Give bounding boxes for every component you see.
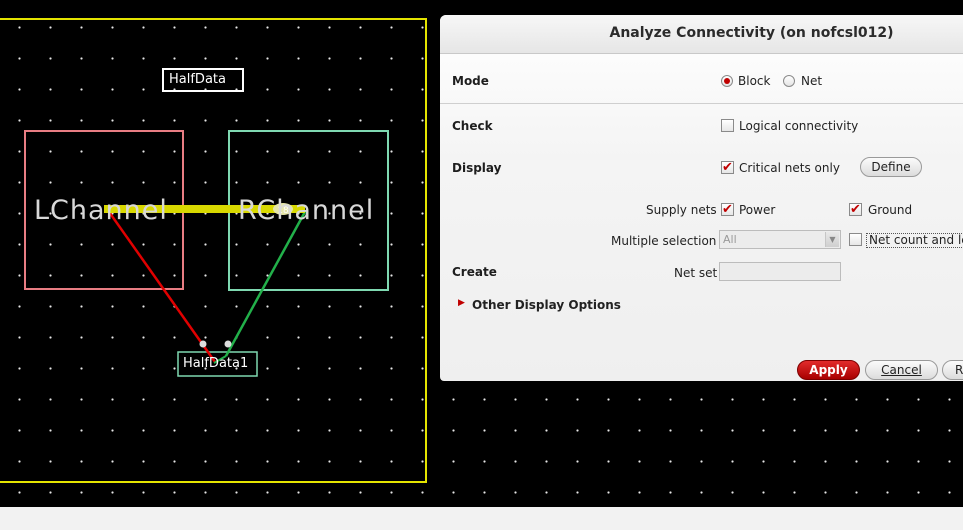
separator <box>440 103 963 104</box>
chevron-down-icon[interactable]: ▼ <box>825 232 839 247</box>
pin-dot <box>224 340 232 348</box>
analyze-connectivity-dialog: Analyze Connectivity (on nofcsl012) Mode… <box>440 15 963 381</box>
mode-net-label[interactable]: Net <box>801 74 823 88</box>
halfdata-box[interactable] <box>162 68 244 92</box>
multiple-selection-label: Multiple selection <box>611 234 717 248</box>
expand-triangle-icon[interactable]: ▶ <box>458 298 465 308</box>
ground-label[interactable]: Ground <box>868 203 913 217</box>
multiple-selection-value: All <box>723 233 737 246</box>
supply-nets-label: Supply nets <box>646 203 717 217</box>
reset-button[interactable]: R <box>942 360 963 380</box>
instance-label-halfdata: HalfData <box>169 72 226 87</box>
bus-marker <box>273 203 293 215</box>
green-flyline <box>224 209 308 357</box>
dialog-title: Analyze Connectivity (on nofcsl012) <box>609 25 894 41</box>
pin-dot <box>199 340 207 348</box>
green-flyline-stub <box>213 355 227 364</box>
mode-block-radio[interactable] <box>721 75 733 87</box>
check-label: Check <box>452 119 493 133</box>
critical-nets-checkbox[interactable]: ✔ <box>721 161 734 174</box>
bus-marker-text: 18 <box>277 206 289 216</box>
display-label: Display <box>452 161 502 175</box>
cancel-button[interactable]: Cancel <box>865 360 938 380</box>
instance-label-rchannel: RChannel <box>238 195 375 226</box>
net-set-field[interactable] <box>719 262 841 281</box>
net-count-checkbox[interactable] <box>849 233 862 246</box>
schematic-drawing: 18 <box>0 18 427 483</box>
dialog-titlebar[interactable]: Analyze Connectivity (on nofcsl012) <box>440 15 963 54</box>
net-count-label[interactable]: Net count and le <box>866 233 963 248</box>
create-label: Create <box>452 265 497 279</box>
multiple-selection-dropdown[interactable]: All ▼ <box>719 230 841 249</box>
define-button[interactable]: Define <box>860 157 922 177</box>
mode-net-radio[interactable] <box>783 75 795 87</box>
mode-block-label[interactable]: Block <box>738 74 771 88</box>
power-checkbox[interactable]: ✔ <box>721 203 734 216</box>
ground-checkbox[interactable]: ✔ <box>849 203 862 216</box>
halfdata1-box[interactable] <box>177 351 258 377</box>
checkmark-icon: ✔ <box>722 160 733 175</box>
checkmark-icon: ✔ <box>850 202 861 217</box>
critical-nets-label[interactable]: Critical nets only <box>739 161 840 175</box>
instance-label-halfdata1: HalfData1 <box>183 356 249 371</box>
mode-label: Mode <box>452 74 489 88</box>
logical-connectivity-checkbox[interactable] <box>721 119 734 132</box>
checkmark-icon: ✔ <box>722 202 733 217</box>
net-set-label: Net set <box>674 266 718 280</box>
logical-connectivity-label[interactable]: Logical connectivity <box>739 119 859 133</box>
apply-button[interactable]: Apply <box>797 360 860 380</box>
power-label[interactable]: Power <box>739 203 776 217</box>
cell-boundary <box>0 18 427 483</box>
instance-label-lchannel: LChannel <box>34 195 168 226</box>
red-flyline <box>105 208 217 363</box>
status-strip <box>0 507 963 530</box>
other-display-options[interactable]: Other Display Options <box>472 298 621 312</box>
